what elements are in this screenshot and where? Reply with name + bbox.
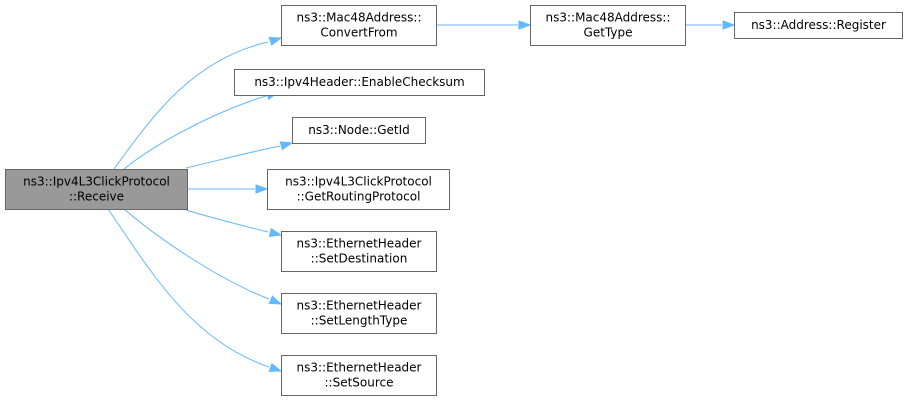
- node-label: ::SetDestination: [311, 252, 408, 266]
- node-box: [281, 5, 437, 46]
- node-label: ns3::EthernetHeader: [297, 299, 422, 313]
- node-label: ::SetSource: [324, 376, 393, 390]
- node-box: [5, 169, 188, 210]
- node-label: ::Receive: [69, 190, 124, 204]
- edge-convert_from-to-get_type: [436, 20, 532, 30]
- node-box: [292, 117, 426, 144]
- edge-line: [107, 208, 270, 368]
- node-box: [281, 293, 437, 334]
- node-box: [281, 231, 437, 272]
- edge-receive-to-set_destination: [185, 209, 283, 238]
- node-label: ns3::EthernetHeader: [297, 237, 422, 251]
- node-register[interactable]: ns3::Address::Register: [734, 12, 903, 39]
- edge-line: [185, 209, 269, 233]
- node-label: GetType: [584, 26, 633, 40]
- node-label: ::SetLengthType: [311, 314, 408, 328]
- node-set-source[interactable]: ns3::EthernetHeader::SetSource: [281, 355, 437, 396]
- nodes-layer: ns3::Ipv4L3ClickProtocol::Receive ns3::Ma…: [5, 5, 903, 396]
- node-box: [530, 5, 686, 46]
- node-box: [281, 355, 437, 396]
- edge-receive-to-set_source: [107, 208, 283, 372]
- node-receive[interactable]: ns3::Ipv4L3ClickProtocol::Receive: [5, 169, 188, 210]
- arrow-head-icon: [518, 20, 532, 30]
- node-convert-from[interactable]: ns3::Mac48Address::ConvertFrom: [281, 5, 437, 46]
- edge-get_type-to-register: [685, 20, 736, 30]
- node-box: [234, 69, 485, 96]
- arrow-head-icon: [255, 184, 269, 194]
- arrow-head-icon: [268, 36, 283, 46]
- node-label: ::GetRoutingProtocol: [297, 190, 421, 204]
- arrow-head-icon: [268, 227, 283, 238]
- edge-line: [123, 208, 270, 300]
- arrow-head-icon: [268, 362, 283, 372]
- node-get-type[interactable]: ns3::Mac48Address::GetType: [530, 5, 686, 46]
- edge-receive-to-set_length_type: [123, 208, 283, 305]
- node-label: ns3::EthernetHeader: [297, 361, 422, 375]
- node-label: ConvertFrom: [320, 26, 397, 40]
- node-enable-checksum[interactable]: ns3::Ipv4Header::EnableChecksum: [234, 69, 485, 96]
- node-label: ns3::Mac48Address::: [545, 11, 670, 25]
- edge-receive-to-get_id: [185, 141, 294, 169]
- arrow-head-icon: [722, 20, 736, 30]
- node-get-id[interactable]: ns3::Node::GetId: [292, 117, 426, 144]
- edge-receive-to-get_routing_protocol: [187, 184, 269, 194]
- edge-line: [185, 145, 281, 169]
- node-get-routing-protocol[interactable]: ns3::Ipv4L3ClickProtocol::GetRoutingProt…: [267, 169, 450, 210]
- edge-receive-to-convert_from: [113, 36, 283, 170]
- node-box: [734, 12, 903, 39]
- node-set-destination[interactable]: ns3::EthernetHeader::SetDestination: [281, 231, 437, 272]
- node-label: ns3::Mac48Address::: [296, 11, 421, 25]
- node-set-length-type[interactable]: ns3::EthernetHeader::SetLengthType: [281, 293, 437, 334]
- edge-line: [113, 41, 269, 170]
- node-label: ns3::Ipv4L3ClickProtocol: [285, 175, 432, 189]
- edge-receive-to-enable_checksum: [123, 91, 280, 170]
- node-label: ns3::Address::Register: [751, 18, 886, 32]
- node-label: ns3::Ipv4Header::EnableChecksum: [254, 75, 464, 89]
- arrow-head-icon: [268, 295, 283, 305]
- node-label: ns3::Node::GetId: [308, 123, 410, 137]
- node-label: ns3::Ipv4L3ClickProtocol: [23, 175, 170, 189]
- edge-line: [123, 95, 267, 170]
- arrow-head-icon: [279, 141, 294, 151]
- node-box: [267, 169, 450, 210]
